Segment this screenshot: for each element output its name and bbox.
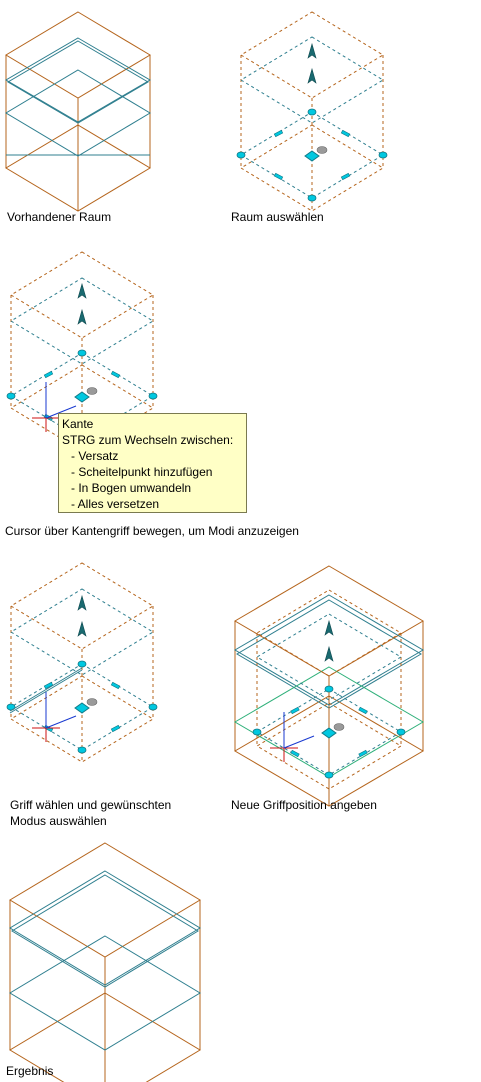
edge-grip-se	[110, 724, 121, 733]
rotation-grip	[333, 723, 345, 731]
panel6-box-bottom	[9, 992, 201, 1082]
panel6-space-top	[9, 870, 201, 986]
location-grip	[321, 727, 337, 739]
tooltip-item-add-vertex: - Scheitelpunkt hinzufügen	[71, 465, 213, 479]
ucs-axis-x	[283, 735, 315, 749]
vertex-grip-3	[307, 194, 317, 202]
vertex-grip-2	[77, 349, 87, 357]
panel2-box-bottom	[240, 124, 384, 212]
panel2-space-floor	[240, 111, 384, 199]
panel4-box-bottom	[10, 675, 154, 763]
caption-result: Ergebnis	[6, 1064, 54, 1078]
caption-hover-edge-grip: Cursor über Kantengriff bewegen, um Modi…	[5, 524, 299, 538]
rotation-grip	[316, 146, 328, 154]
panel3-box-bottom	[10, 364, 154, 452]
tooltip-item-offset-all: - Alles versetzen	[71, 497, 160, 511]
tooltip-item-convert-arc: - In Bogen umwandeln	[71, 481, 192, 495]
panel1-box-bottom	[5, 124, 151, 212]
edge-grip-nw	[290, 706, 300, 715]
vertex-grip-1	[396, 728, 406, 736]
panel1-space-top	[5, 37, 151, 123]
edge-grip-nw	[43, 681, 54, 690]
edge-grip-ne	[358, 706, 368, 715]
edge-grip-ne	[340, 129, 351, 138]
panel4-height-arrow-1	[77, 594, 87, 611]
ucs-axis-x	[45, 715, 77, 729]
caption-select-space: Raum auswählen	[231, 210, 324, 224]
panel3-height-arrow-2	[77, 308, 87, 325]
panel5-space-top	[256, 613, 402, 701]
vertex-grip-1	[148, 703, 158, 711]
vertex-grip-1	[148, 392, 158, 400]
vertex-grip-0	[6, 392, 16, 400]
panel6-space-floor	[9, 935, 201, 1051]
vertex-grip-0	[252, 728, 262, 736]
tooltip-title: Kante	[62, 417, 94, 431]
panel3-space-floor	[10, 352, 154, 440]
caption-choose-grip-line1: Griff wählen und gewünschten	[10, 798, 172, 812]
vertex-grip-2	[324, 685, 334, 693]
vertex-grip-2	[307, 108, 317, 116]
vertex-grip-2	[77, 660, 87, 668]
caption-new-grip-position: Neue Griffposition angeben	[231, 798, 377, 812]
panel4-height-arrow-2	[77, 620, 87, 637]
edge-grip-se	[340, 172, 351, 181]
vertex-grip-1	[378, 151, 388, 159]
caption-existing-space: Vorhandener Raum	[7, 210, 112, 224]
panel2-height-arrow-1	[307, 42, 317, 59]
panel4-space-top	[10, 588, 154, 676]
ucs-axis-x	[45, 405, 77, 419]
edge-grip-ne	[110, 681, 121, 690]
edge-grip-nw	[43, 370, 54, 379]
panel5-space-floor	[256, 688, 402, 776]
panel5-height-arrow-1	[324, 619, 334, 636]
tooltip-item-offset: - Versatz	[71, 449, 119, 463]
panel1-space-top-inner	[7, 40, 149, 124]
location-grip	[74, 702, 90, 714]
panel2-space-top	[240, 36, 384, 124]
vertex-grip-3	[324, 771, 334, 779]
panel4-selected-edge	[9, 667, 83, 712]
edge-grip-sw	[290, 749, 300, 758]
panel5-preview-top	[234, 594, 424, 706]
caption-choose-grip-line2: Modus auswählen	[10, 814, 107, 828]
panel5-orig-box-top	[256, 589, 402, 677]
panel1-box-top	[5, 11, 151, 99]
vertex-grip-3	[77, 746, 87, 754]
panel3-space-top	[10, 277, 154, 365]
panel4-box-top	[10, 562, 154, 650]
edge-grip-sw	[273, 172, 284, 181]
edge-grip-nw	[273, 129, 284, 138]
panel2-height-arrow-2	[307, 67, 317, 84]
panel5-box-bottom	[234, 695, 424, 807]
rotation-grip	[86, 698, 98, 706]
location-grip	[74, 391, 90, 403]
panel3-height-arrow-1	[77, 282, 87, 299]
location-grip	[304, 150, 320, 162]
panel1-space-floor	[5, 69, 151, 157]
panel6-box-top	[9, 842, 201, 958]
panel6-space-top-inner	[11, 874, 199, 988]
edge-grip-se	[358, 749, 368, 758]
panel5-height-arrow-2	[324, 645, 334, 662]
panel2-box-top	[240, 11, 384, 99]
panel4-selected-edge-2	[9, 669, 83, 714]
edge-grip-tooltip: Kante STRG zum Wechseln zwischen: - Vers…	[58, 413, 247, 513]
edge-grip-ne	[110, 370, 121, 379]
rotation-grip	[86, 387, 98, 395]
panel5-orig-box-bottom	[256, 702, 402, 790]
tooltip-subtitle: STRG zum Wechseln zwischen:	[62, 433, 234, 447]
panel3-box-top	[10, 251, 154, 339]
panel4-space-floor	[10, 663, 154, 751]
vertex-grip-0	[236, 151, 246, 159]
